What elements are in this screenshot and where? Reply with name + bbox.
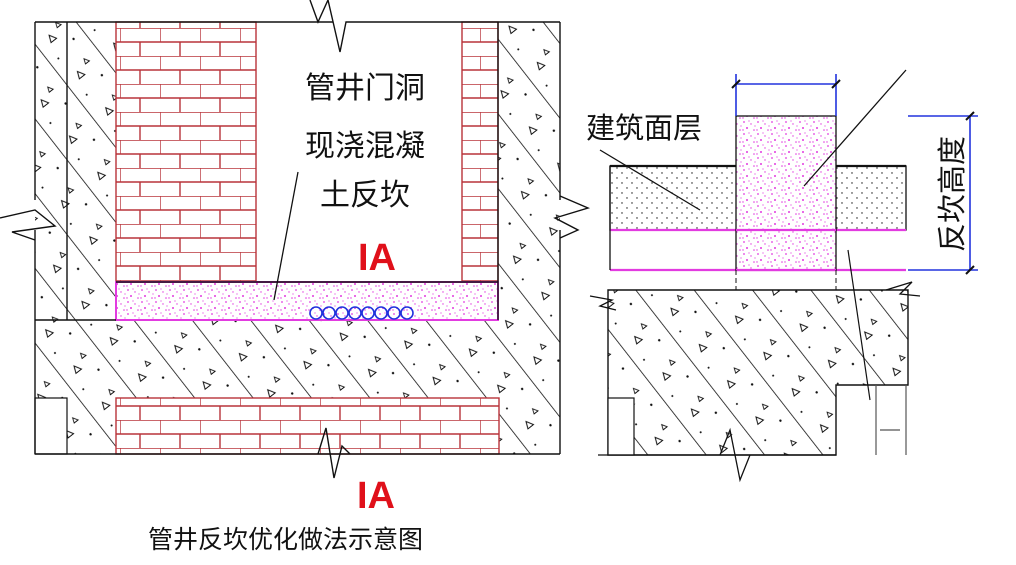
label-concrete-2: 土反坎 (320, 178, 410, 213)
right-section: 建筑面层 反坎高度 (586, 69, 978, 483)
slab-pocket (607, 397, 635, 456)
break-line-right-left (589, 295, 617, 311)
caption: 管井反坎优化做法示意图 (148, 525, 423, 554)
pipe-row (309, 306, 414, 320)
concrete-curb (115, 281, 499, 321)
label-height: 反坎高度 (935, 136, 969, 252)
height-dimension (908, 111, 978, 275)
break-line-right-right (885, 281, 921, 297)
leader-line-curb (803, 69, 907, 187)
label-finish: 建筑面层 (586, 111, 702, 145)
section-mark-lower: IA (357, 475, 395, 517)
leader-line-concrete (273, 171, 299, 301)
faint-bracket (875, 385, 907, 455)
inner-column (34, 397, 68, 455)
left-plan: 管井门洞 现浇混凝 土反坎 IA IA 管井反坎优化做法示意图 (0, 0, 591, 554)
slab-concrete (607, 289, 909, 456)
width-dimension (731, 74, 841, 116)
section-mark-upper: IA (358, 237, 396, 279)
break-line-top (309, 0, 347, 53)
brick-wall-right (461, 21, 499, 283)
leader-line-finish (599, 149, 701, 211)
brick-wall-bottom (115, 397, 500, 455)
brick-wall-left (115, 21, 257, 283)
break-line-bottom (317, 427, 351, 479)
break-line-left (0, 209, 57, 241)
leader-line-base (847, 249, 871, 401)
label-concrete-1: 现浇混凝 (305, 129, 425, 164)
curb-concrete (735, 115, 837, 271)
break-line-right (553, 195, 591, 239)
label-door: 管井门洞 (305, 71, 425, 106)
